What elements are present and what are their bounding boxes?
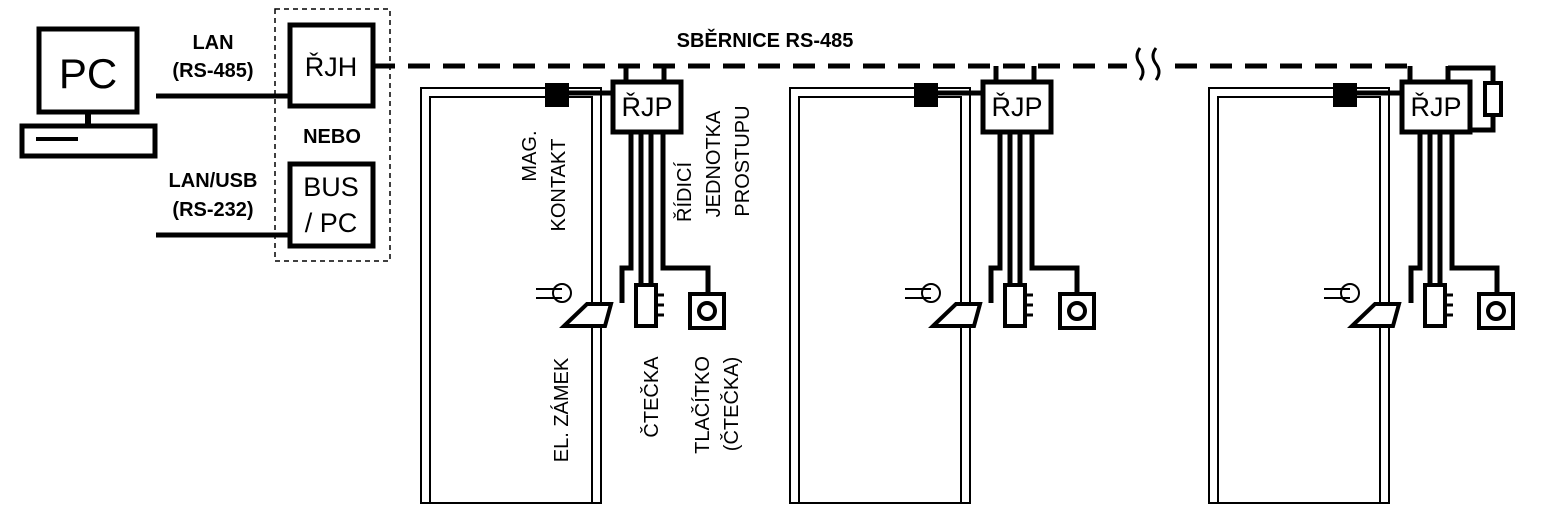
exit-button-icon — [1058, 292, 1096, 330]
door-1: ŘJP — [420, 66, 726, 504]
usb-sub-label: (RS-232) — [172, 199, 253, 221]
bus-break-symbol — [1135, 47, 1161, 81]
exit-button-circle — [1486, 301, 1506, 321]
rjp-unit-box — [1399, 79, 1473, 135]
magnetic-contact — [1333, 83, 1357, 107]
rjp-unit-box — [980, 79, 1054, 135]
door-frame — [789, 87, 971, 504]
bus-pc-label-line1: BUS — [303, 172, 359, 202]
control-unit-label-1: ŘÍDICÍ — [673, 162, 696, 222]
alternative-enclosure — [274, 8, 391, 262]
door-leaf — [429, 96, 593, 504]
rjp-unit-label: ŘJP — [991, 91, 1042, 122]
bus-label: SBĚRNICE RS-485 — [677, 28, 854, 52]
rjp-unit-label: ŘJP — [621, 91, 672, 122]
exit-button-icon — [1477, 292, 1515, 330]
door-2: ŘJP — [789, 66, 1096, 504]
wire-button — [660, 132, 711, 294]
mag-contact-label-1: MAG. — [519, 130, 541, 181]
pc-computer: PC — [19, 26, 158, 159]
exit-button-circle — [1067, 301, 1087, 321]
door-handle-rosette — [1340, 283, 1360, 303]
lan-label: LAN — [192, 32, 233, 54]
door-handle-icon — [536, 288, 562, 299]
wire-button — [1449, 132, 1500, 294]
or-label: NEBO — [303, 126, 361, 148]
card-reader-icon — [634, 283, 658, 328]
termination-resistor-icon — [1483, 81, 1503, 117]
exit-button-circle — [697, 301, 717, 321]
wire-button — [1029, 132, 1080, 294]
electric-lock-icon — [928, 302, 983, 328]
bus-pc-label-line2: / PC — [305, 208, 358, 238]
door-handle-icon — [1324, 288, 1350, 299]
wire-lock — [988, 132, 1003, 303]
door-handle-icon — [905, 288, 931, 299]
control-unit-label-2: JEDNOTKA — [703, 110, 725, 217]
button-label-2: (ČTEČKA) — [720, 357, 743, 451]
rjp-unit-label: ŘJP — [1410, 91, 1461, 122]
exit-button-icon — [688, 292, 726, 330]
button-label-1: TLAČÍTKO — [691, 356, 714, 454]
magnetic-contact — [545, 83, 569, 107]
magnetic-contact — [914, 83, 938, 107]
rjh-hub-label: ŘJH — [305, 51, 358, 82]
control-unit-label-3: PROSTUPU — [732, 105, 754, 216]
door-frame — [420, 87, 602, 504]
reader-label: ČTEČKA — [640, 356, 663, 438]
pc-label: PC — [59, 50, 117, 97]
card-reader-icon — [1003, 283, 1027, 328]
rjp-unit-box — [610, 79, 684, 135]
wire-lock — [1408, 132, 1423, 303]
door-leaf — [1217, 96, 1381, 504]
electric-lock-icon — [559, 302, 614, 328]
wire-lock — [619, 132, 634, 303]
usb-label: LAN/USB — [169, 170, 258, 192]
lan-sub-label: (RS-485) — [172, 60, 253, 82]
door-handle-rosette — [552, 283, 572, 303]
pc-base — [19, 123, 158, 159]
mag-contact-label-2: KONTAKT — [548, 139, 570, 232]
door-handle-rosette — [921, 283, 941, 303]
door-leaf — [798, 96, 962, 504]
electric-lock-icon — [1347, 302, 1402, 328]
el-lock-label: EL. ZÁMEK — [550, 357, 573, 462]
door-frame — [1208, 87, 1390, 504]
card-reader-icon — [1423, 283, 1447, 328]
door-3: ŘJP — [1208, 65, 1515, 504]
bus-pc-box — [287, 161, 376, 249]
